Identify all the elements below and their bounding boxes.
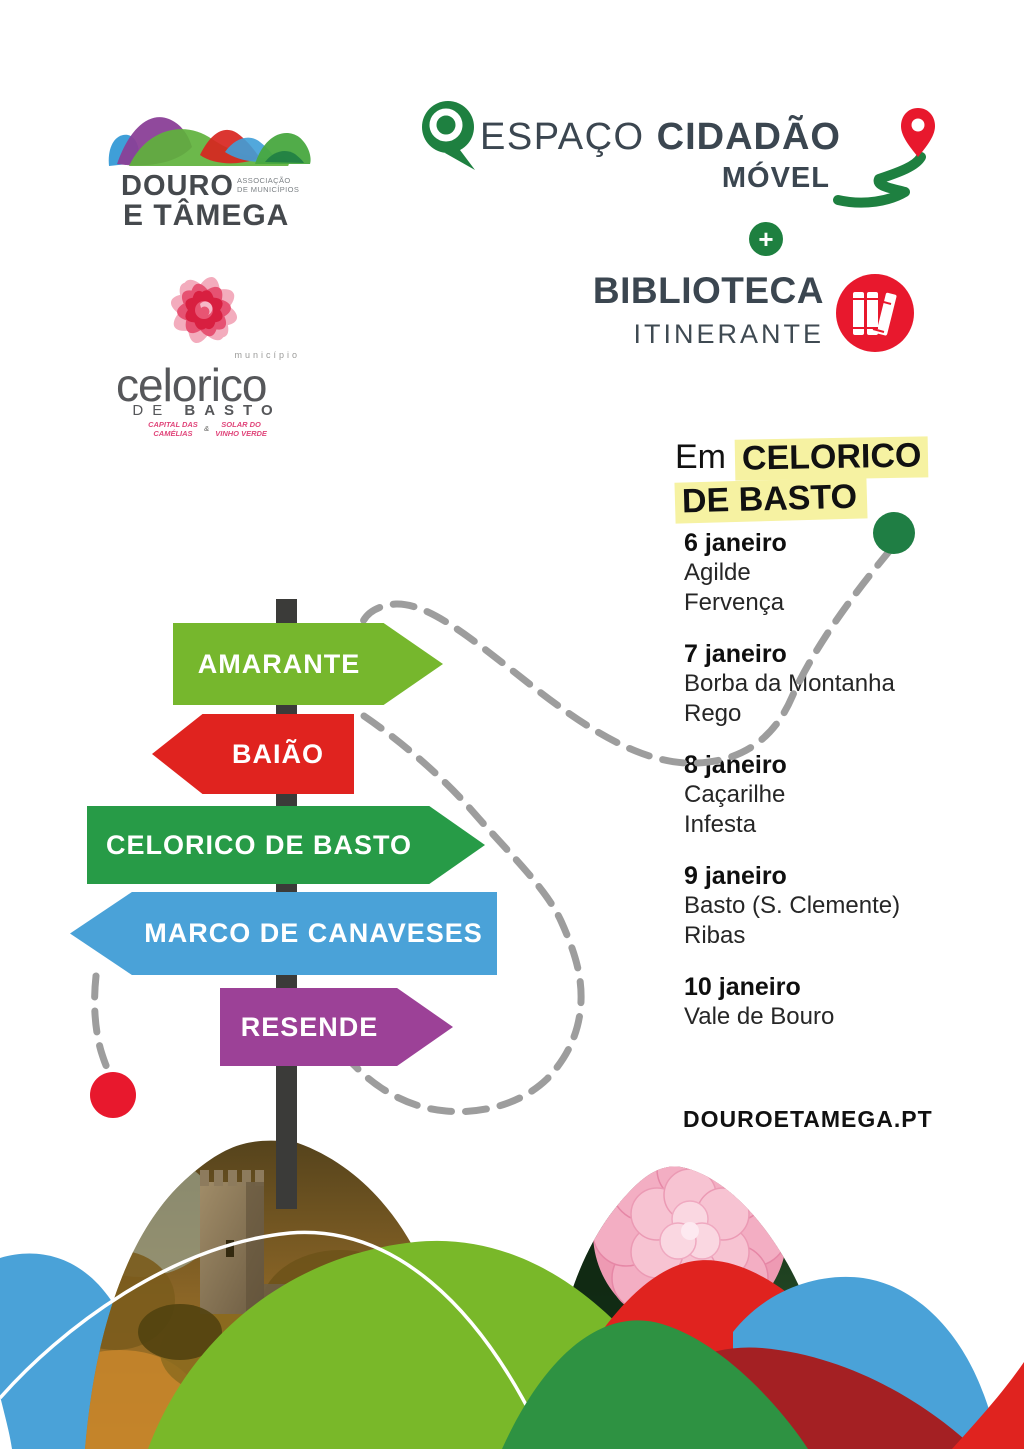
castle-tower (200, 1170, 322, 1314)
schedule-date: 6 janeiro (684, 529, 787, 557)
schedule-location: Basto (S. Clemente) (684, 892, 901, 919)
schedule-entry: 7 janeiro Borba da Montanha Rego (684, 639, 984, 729)
red-corner-wave (952, 1362, 1024, 1449)
schedule-location: Ribas (684, 922, 746, 949)
celorico-municipio-label: município (234, 350, 300, 360)
camellia-photo-hill (545, 1166, 836, 1449)
signpost-amarante: AMARANTE (173, 623, 443, 705)
douro-tamega-subtitle: ASSOCIAÇÃO DE MUNICÍPIOS (237, 176, 300, 194)
magnifier-icon (422, 101, 475, 170)
plus-icon: + (749, 222, 783, 256)
biblioteca-title: BIBLIOTECA (592, 270, 824, 311)
schedule-date: 10 janeiro (684, 973, 801, 1001)
espaco-cidadao-title: ESPAÇO CIDADÃO (480, 116, 841, 158)
schedule-entry: 6 janeiro Agilde Fervença (684, 528, 984, 618)
castle-photo-hill (85, 1140, 463, 1449)
douro-tamega-hills-icon (108, 117, 311, 166)
biblioteca-block: BIBLIOTECA ITINERANTE (574, 270, 824, 350)
camellia-logo-icon (170, 276, 238, 344)
itinerante-title: ITINERANTE (633, 319, 824, 349)
schedule-location: Rego (684, 700, 742, 727)
schedule-date: 8 janeiro (684, 751, 787, 779)
douro-tamega-logo: DOURO ASSOCIAÇÃO DE MUNICÍPIOS E TÂMEGA (105, 100, 320, 242)
books-icon (836, 274, 914, 352)
celorico-name: celorico (116, 359, 268, 411)
light-green-hill (148, 1240, 699, 1449)
location-line1: CELORICO (735, 436, 930, 481)
movel-title: MÓVEL (721, 162, 830, 194)
schedule-location: Caçarilhe (684, 781, 786, 808)
douro-tamega-name-line2: E TÂMEGA (123, 199, 290, 232)
signpost-resende: RESENDE (220, 988, 453, 1066)
schedule-entry: 8 janeiro Caçarilhe Infesta (684, 750, 984, 840)
website-url: DOUROETAMEGA.PT (683, 1106, 933, 1132)
red-hill (538, 1260, 906, 1449)
signpost-celorico-de-basto: CELORICO DE BASTO (87, 806, 485, 884)
schedule-entry: 9 janeiro Basto (S. Clemente) Ribas (684, 861, 984, 951)
schedule-location: Borba da Montanha (684, 670, 895, 697)
location-line2: DE BASTO (674, 477, 868, 524)
blue-wave-left (0, 1253, 150, 1449)
schedule-date: 7 janeiro (684, 640, 787, 668)
schedule-location: Infesta (684, 811, 757, 838)
white-road-line (0, 1230, 550, 1449)
douro-tamega-name-line1: DOURO (121, 170, 234, 202)
footer-hills (0, 1140, 1024, 1449)
celorico-de-basto-label: DE BASTO (132, 402, 282, 419)
celorico-basto-logo: município celorico DE BASTO CAPITAL DAS … (110, 256, 305, 446)
signpost-marco-de-canaveses: MARCO DE CANAVESES (70, 892, 497, 975)
dark-green-hill (502, 1320, 808, 1449)
schedule-entry: 10 janeiro Vale de Bouro (684, 972, 984, 1032)
map-pin-route-icon (833, 108, 935, 208)
location-prefix: Em (675, 438, 736, 476)
schedule-location: Agilde (684, 559, 751, 586)
camellia-flower (592, 1166, 788, 1331)
location-heading: Em CELORICO DE BASTO (674, 436, 930, 524)
schedule-location: Fervença (684, 589, 785, 616)
schedule-date: 9 janeiro (684, 862, 787, 890)
blue-wave-right (733, 1276, 998, 1449)
dark-red-wave (590, 1347, 975, 1449)
signpost-baiao: BAIÃO (152, 714, 354, 794)
schedule-list: 6 janeiro Agilde Fervença 7 janeiro Borb… (684, 528, 984, 1053)
schedule-location: Vale de Bouro (684, 1003, 835, 1030)
celorico-tagline: CAPITAL DAS CAMÉLIAS & SOLAR DO VINHO VE… (148, 420, 267, 438)
route-end-dot (90, 1072, 136, 1118)
